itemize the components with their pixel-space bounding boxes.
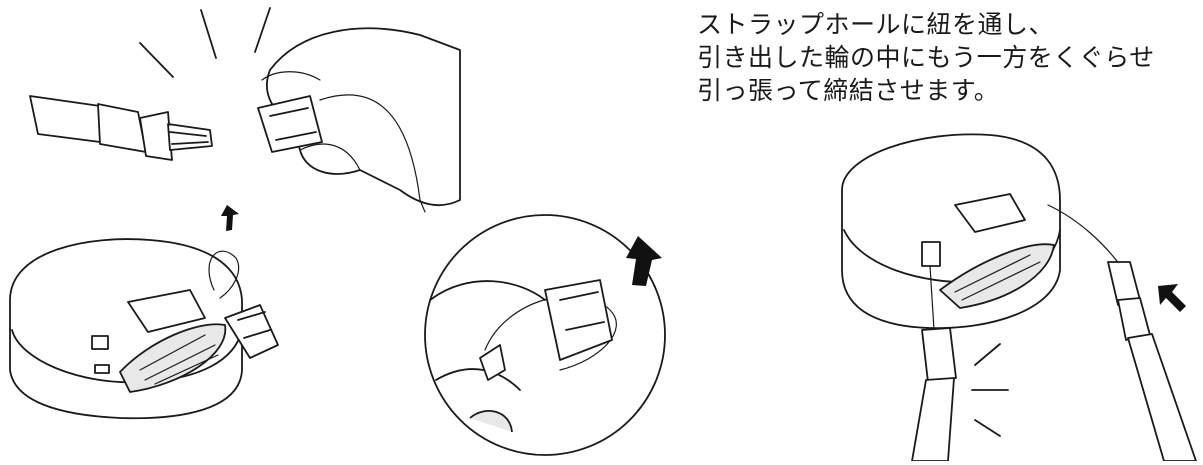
- instruction-line-3: 引っ張って締結させます。: [697, 74, 1197, 107]
- motion-lines-icon: [140, 8, 270, 77]
- step2-detail-circle: [425, 215, 665, 455]
- detail-circle-frame: [425, 215, 665, 455]
- strap-collar: [98, 104, 146, 152]
- buckle-female: [258, 96, 322, 152]
- instruction-line-1: ストラップホールに紐を通し、: [697, 8, 1197, 41]
- instruction-text: ストラップホールに紐を通し、 引き出した輪の中にもう一方をくぐらせ 引っ張って締…: [697, 8, 1197, 107]
- lanyard-strap: [30, 96, 100, 142]
- buckle-left: [922, 328, 956, 382]
- device-port: [95, 365, 109, 373]
- step1-hands-illustration: [30, 8, 460, 212]
- up-arrow-icon: [1158, 284, 1186, 312]
- up-arrow-icon: [221, 205, 239, 231]
- lanyard-strap: [912, 378, 954, 461]
- device-clip-slot: [922, 242, 940, 266]
- lanyard-strap: [1128, 334, 1196, 461]
- step1-device-illustration: [10, 205, 278, 418]
- instruction-line-2: 引き出した輪の中にもう一方をくぐらせ: [697, 41, 1197, 74]
- device-button: [92, 336, 108, 349]
- motion-lines-icon: [972, 344, 1008, 436]
- step3-device-illustration: [842, 134, 1196, 461]
- buckle-male: [140, 112, 212, 160]
